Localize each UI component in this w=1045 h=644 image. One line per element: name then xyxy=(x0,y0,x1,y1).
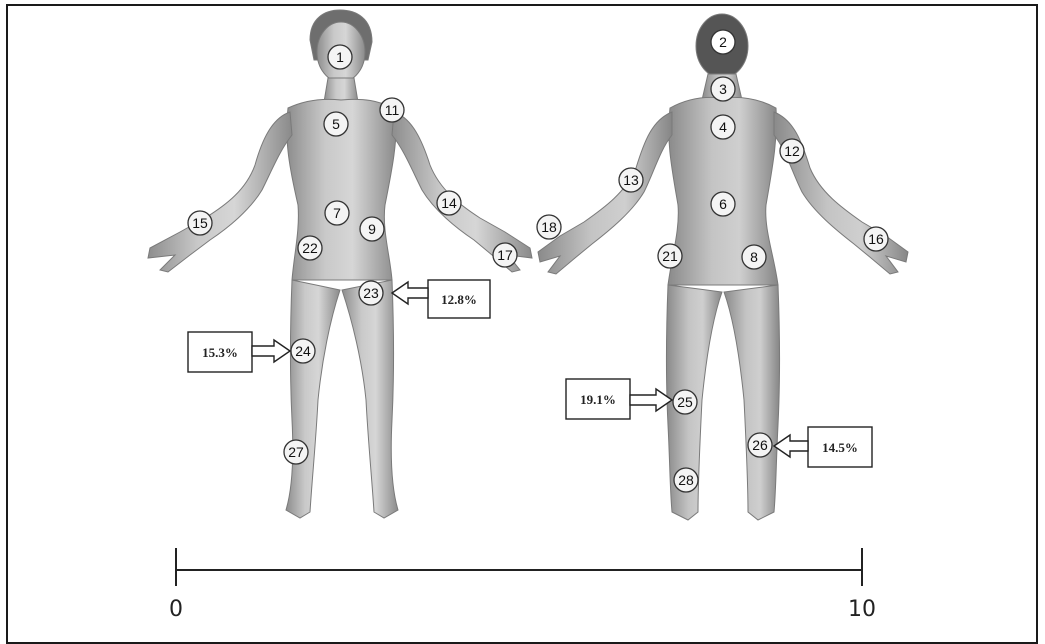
site-marker-4: 4 xyxy=(711,115,735,139)
site-marker-23: 23 xyxy=(359,281,383,305)
site-marker-label: 17 xyxy=(497,247,513,263)
callout-value: 15.3% xyxy=(202,345,238,360)
site-marker-22: 22 xyxy=(298,236,322,260)
site-marker-11: 11 xyxy=(380,98,404,122)
site-marker-5: 5 xyxy=(324,112,348,136)
callout-value: 12.8% xyxy=(441,292,477,307)
site-marker-label: 14 xyxy=(441,195,457,211)
site-marker-6: 6 xyxy=(711,192,735,216)
site-marker-label: 16 xyxy=(868,231,884,247)
callout-arrow xyxy=(252,340,290,362)
site-marker-9: 9 xyxy=(360,217,384,241)
site-marker-label: 21 xyxy=(662,248,678,264)
site-marker-21: 21 xyxy=(658,244,682,268)
callout-arrow xyxy=(392,282,428,304)
callout-value: 14.5% xyxy=(822,440,858,455)
site-marker-16: 16 xyxy=(864,227,888,251)
scale-max-label: 10 xyxy=(848,597,876,619)
callout-site-25: 19.1% xyxy=(566,379,672,419)
site-marker-label: 1 xyxy=(336,49,344,65)
site-marker-8: 8 xyxy=(742,245,766,269)
site-marker-label: 8 xyxy=(750,249,758,265)
site-marker-label: 9 xyxy=(368,221,376,237)
scale-bar xyxy=(176,548,862,586)
site-marker-14: 14 xyxy=(437,191,461,215)
site-marker-label: 2 xyxy=(719,34,727,50)
site-marker-label: 13 xyxy=(623,172,639,188)
site-marker-25: 25 xyxy=(673,390,697,414)
scale-min-label: 0 xyxy=(169,597,183,619)
site-marker-label: 12 xyxy=(784,143,800,159)
callout-site-26: 14.5% xyxy=(774,427,872,467)
callout-value: 19.1% xyxy=(580,392,616,407)
site-marker-26: 26 xyxy=(748,433,772,457)
site-marker-17: 17 xyxy=(493,243,517,267)
site-marker-13: 13 xyxy=(619,168,643,192)
callout-arrow xyxy=(630,389,672,411)
site-marker-label: 18 xyxy=(541,219,557,235)
site-marker-7: 7 xyxy=(325,201,349,225)
body-diagram: 1234567891112131415161718212223242526272… xyxy=(0,0,1045,619)
callout-site-23: 12.8% xyxy=(392,280,490,318)
site-marker-label: 26 xyxy=(752,437,768,453)
site-marker-label: 3 xyxy=(719,81,727,97)
site-marker-label: 24 xyxy=(295,343,311,359)
site-marker-2: 2 xyxy=(711,30,735,54)
site-marker-label: 7 xyxy=(333,205,341,221)
site-marker-15: 15 xyxy=(188,211,212,235)
callout-site-24: 15.3% xyxy=(188,332,290,372)
site-marker-label: 5 xyxy=(332,116,340,132)
site-marker-label: 25 xyxy=(677,394,693,410)
site-marker-label: 4 xyxy=(719,119,727,135)
site-marker-label: 27 xyxy=(288,444,304,460)
site-marker-1: 1 xyxy=(328,45,352,69)
site-marker-18: 18 xyxy=(537,215,561,239)
site-marker-label: 15 xyxy=(192,215,208,231)
site-marker-label: 23 xyxy=(363,285,379,301)
site-marker-label: 6 xyxy=(719,196,727,212)
site-marker-28: 28 xyxy=(674,468,698,492)
site-marker-24: 24 xyxy=(291,339,315,363)
site-marker-label: 22 xyxy=(302,240,318,256)
front-body-figure xyxy=(148,10,532,518)
callout-arrow xyxy=(774,435,808,457)
site-marker-label: 11 xyxy=(385,102,400,118)
site-marker-label: 28 xyxy=(678,472,694,488)
site-marker-3: 3 xyxy=(711,77,735,101)
site-marker-27: 27 xyxy=(284,440,308,464)
site-marker-12: 12 xyxy=(780,139,804,163)
